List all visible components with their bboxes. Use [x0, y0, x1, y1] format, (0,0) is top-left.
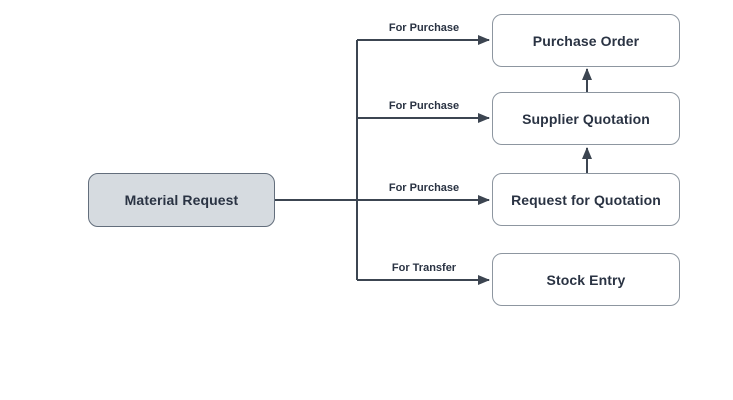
edge-label: For Purchase	[388, 182, 460, 194]
node-request-for-quotation: Request for Quotation	[492, 173, 680, 226]
edge-label: For Purchase	[388, 22, 460, 34]
node-purchase-order: Purchase Order	[492, 14, 680, 67]
node-label: Stock Entry	[546, 271, 626, 288]
node-label: Material Request	[124, 192, 239, 208]
node-label: Request for Quotation	[511, 191, 661, 208]
node-label: Supplier Quotation	[522, 110, 650, 127]
edge-label: For Transfer	[391, 262, 457, 274]
node-supplier-quotation: Supplier Quotation	[492, 92, 680, 145]
node-material-request: Material Request	[88, 173, 275, 227]
node-label: Purchase Order	[532, 32, 640, 49]
edge-label: For Purchase	[388, 100, 460, 112]
node-stock-entry: Stock Entry	[492, 253, 680, 306]
